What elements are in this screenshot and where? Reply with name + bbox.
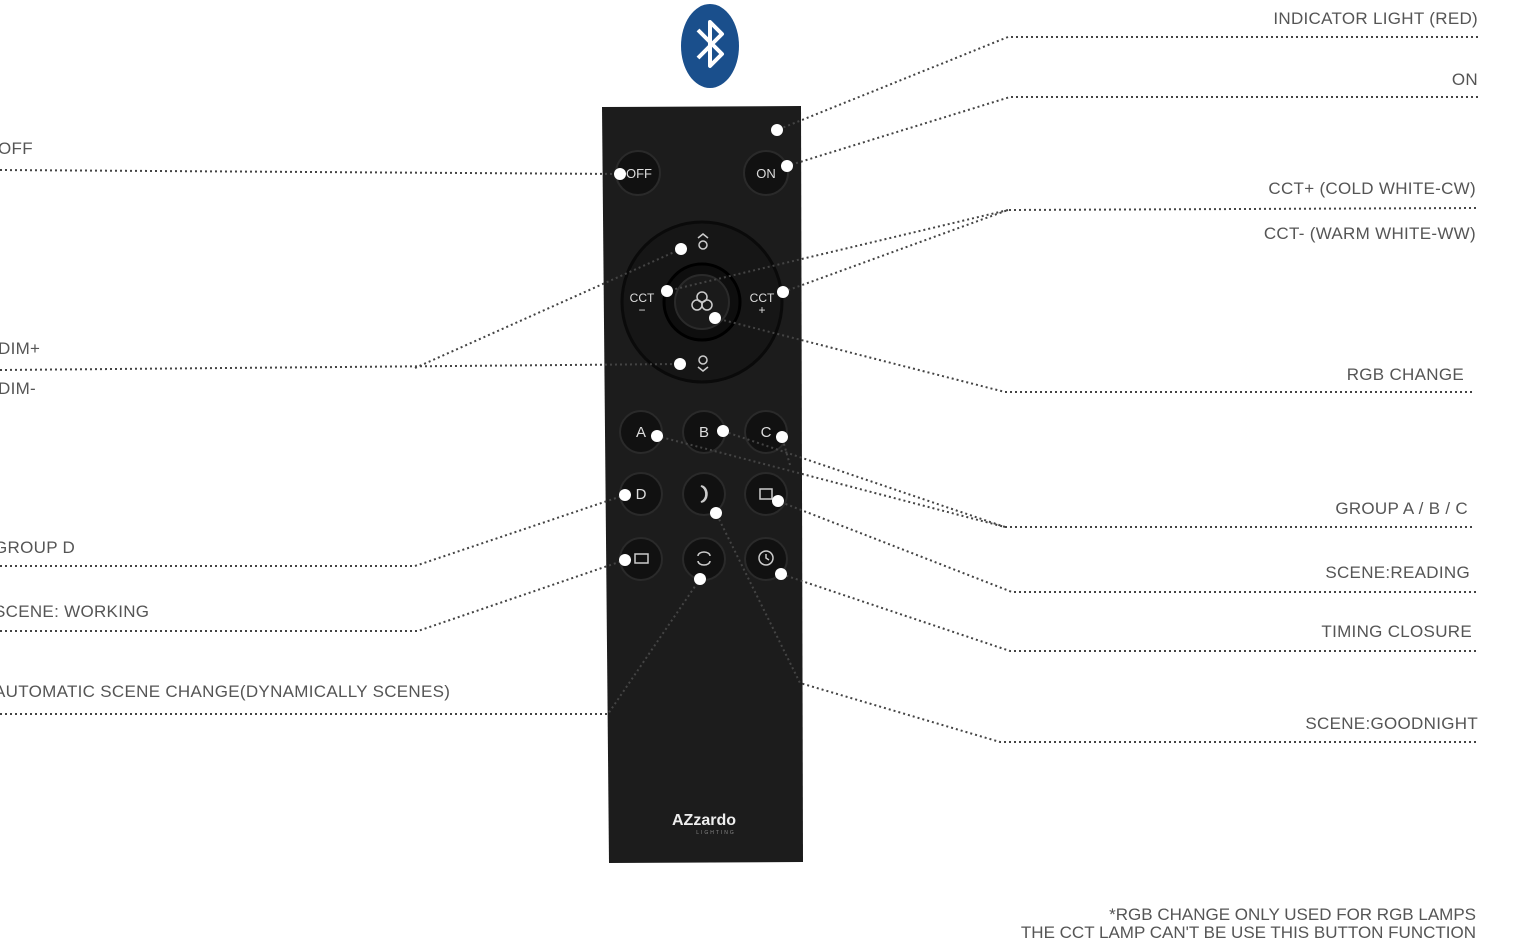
moon-icon	[700, 485, 708, 503]
on-button[interactable]	[743, 150, 789, 196]
label-dim-minus: DIM-	[0, 379, 37, 398]
leader-lines	[0, 36, 1478, 743]
timer-button[interactable]	[744, 537, 788, 581]
a-text: A	[636, 424, 646, 441]
label-off: OFF	[0, 139, 33, 158]
label-rgb: RGB CHANGE	[1346, 365, 1464, 384]
group-c-button[interactable]	[744, 410, 788, 454]
svg-text:−: −	[638, 303, 645, 317]
cct-minus-text: CCT	[630, 291, 655, 305]
timer-icon	[758, 550, 774, 566]
loop-icon	[697, 551, 711, 566]
off-text: OFF	[626, 166, 652, 181]
footnote-line2: THE CCT LAMP CAN'T BE USE THIS BUTTON FU…	[1020, 923, 1476, 942]
label-goodnight: SCENE:GOODNIGHT	[1305, 714, 1478, 733]
label-cct-minus: CCT- (WARM WHITE-WW)	[1263, 224, 1476, 243]
monitor-icon	[634, 553, 649, 564]
b-text: B	[699, 424, 709, 441]
label-scene-reading: SCENE:READING	[1325, 563, 1470, 582]
label-on: ON	[1451, 70, 1478, 89]
on-text: ON	[756, 166, 776, 181]
bluetooth-icon	[681, 4, 739, 88]
footnote-line1: *RGB CHANGE ONLY USED FOR RGB LAMPS	[1109, 905, 1476, 924]
group-a-button[interactable]	[619, 410, 663, 454]
label-cct-plus: CCT+ (COLD WHITE-CW)	[1268, 179, 1476, 198]
label-dim-plus: DIM+	[0, 339, 41, 358]
svg-text:+: +	[758, 303, 765, 317]
brand-logo: AZzardo	[672, 812, 736, 829]
label-group-d: GROUP D	[0, 538, 76, 557]
book-icon	[759, 488, 773, 500]
c-text: C	[761, 424, 772, 441]
reading-button[interactable]	[744, 472, 788, 516]
auto-scene-button[interactable]	[682, 537, 726, 581]
footnote: *RGB CHANGE ONLY USED FOR RGB LAMPS THE …	[1021, 906, 1476, 942]
label-group-abc: GROUP A / B / C	[1335, 499, 1468, 518]
label-indicator: INDICATOR LIGHT (RED)	[1273, 9, 1478, 28]
label-scene-working: SCENE: WORKING	[0, 602, 150, 621]
brightness-up-icon	[697, 233, 709, 250]
brightness-down-icon	[697, 355, 709, 372]
brand-sub: LIGHTING	[696, 830, 736, 836]
rgb-circles-icon	[691, 291, 713, 311]
callout-dots	[614, 124, 793, 585]
d-text: D	[636, 486, 647, 503]
cct-plus-text: CCT	[750, 291, 775, 305]
label-auto: AUTOMATIC SCENE CHANGE(DYNAMICALLY SCENE…	[0, 682, 451, 701]
label-timing: TIMING CLOSURE	[1321, 622, 1472, 641]
goodnight-button[interactable]	[682, 472, 726, 516]
